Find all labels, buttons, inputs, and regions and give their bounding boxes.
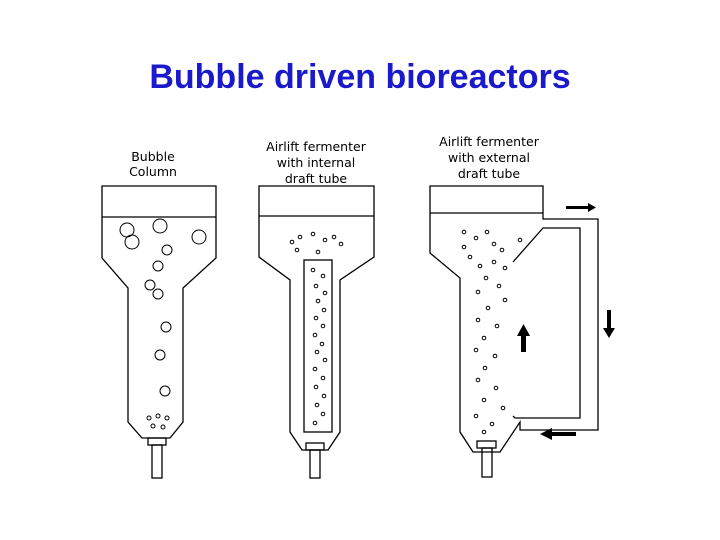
bubble-column-vessel <box>101 185 217 439</box>
bubble-column-label-line-2: Column <box>129 164 177 179</box>
external-downcomer-inner-wall <box>512 227 581 419</box>
external-draft-tube-reactor: Airlift fermenter with external draft tu… <box>429 134 615 478</box>
internal-draft-tube-reactor: Airlift fermenter with internal draft tu… <box>258 139 375 479</box>
external-reactor-gas-inlet <box>481 447 493 478</box>
external-reactor-label-line-2: with external <box>448 150 530 165</box>
external-reactor-label-line-1: Airlift fermenter <box>439 134 540 149</box>
flow-arrow-right <box>566 203 596 212</box>
external-reactor-sparger <box>476 440 497 449</box>
bubble-column-reactor: Bubble Column <box>101 149 217 479</box>
bubble-column-bubbles <box>119 218 207 430</box>
flow-arrow-up <box>517 324 530 352</box>
internal-reactor-gas-inlet <box>309 449 321 479</box>
internal-reactor-bubbles <box>289 231 344 426</box>
external-reactor-vessel <box>429 185 599 453</box>
bubble-column-gas-inlet <box>151 444 163 479</box>
external-reactor-bubbles <box>461 229 523 435</box>
internal-draft-tube <box>303 259 333 433</box>
flow-arrow-down <box>603 310 615 338</box>
internal-reactor-label-line-1: Airlift fermenter <box>266 139 367 154</box>
internal-reactor-label-line-3: draft tube <box>285 171 348 186</box>
slide-title: Bubble driven bioreactors <box>149 58 571 96</box>
external-reactor-label-line-3: draft tube <box>458 166 521 181</box>
internal-reactor-sparger <box>305 442 325 451</box>
bubble-column-label-line-1: Bubble <box>131 149 175 164</box>
internal-reactor-label-line-2: with internal <box>277 155 355 170</box>
flow-arrow-left <box>540 428 576 440</box>
internal-reactor-vessel <box>258 185 375 451</box>
bubble-column-sparger <box>147 437 167 446</box>
